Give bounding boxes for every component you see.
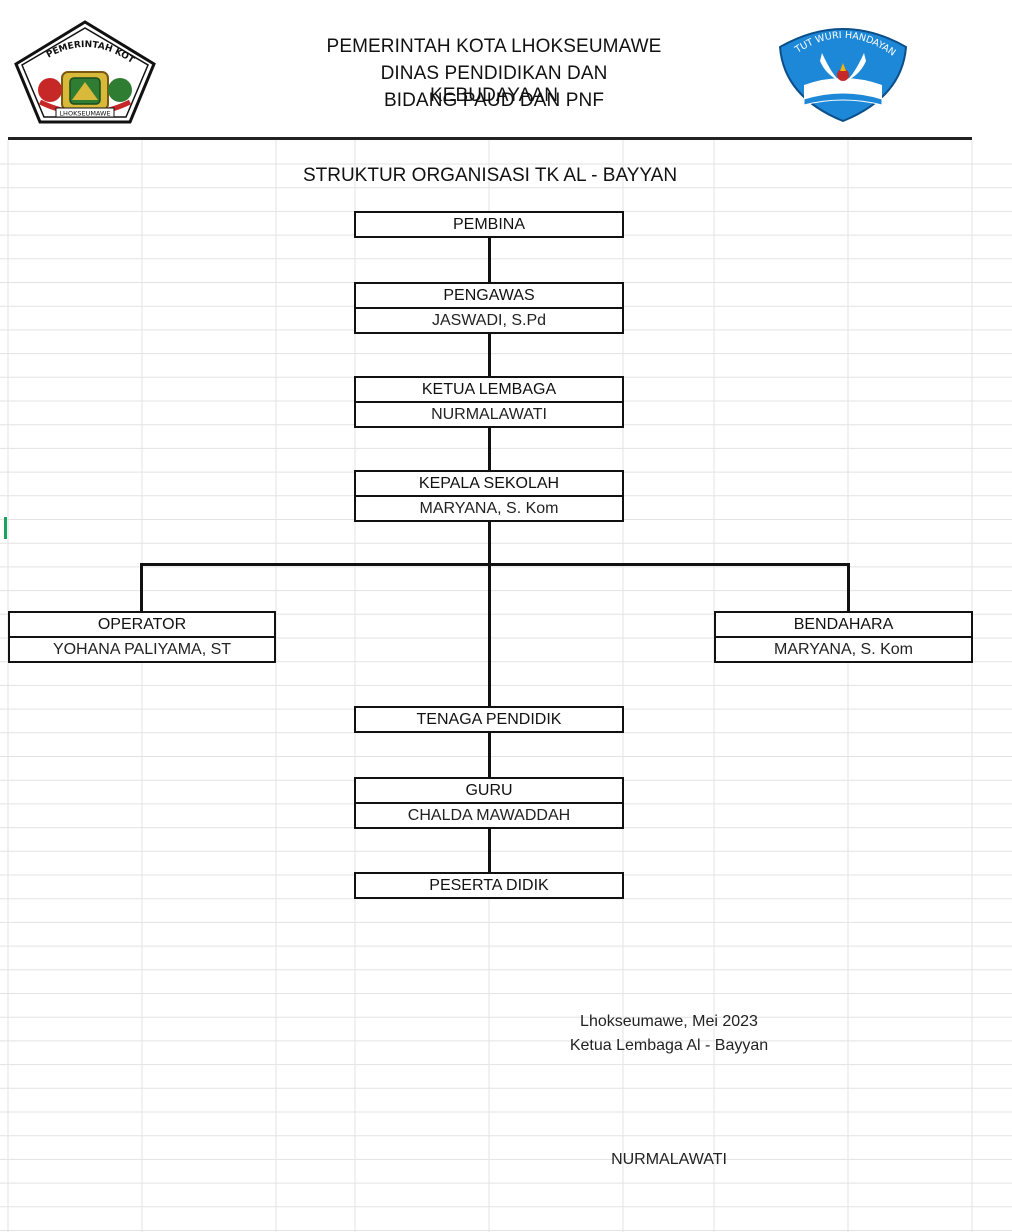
- org-person: CHALDA MAWADDAH: [356, 802, 622, 827]
- connector-line: [488, 425, 491, 471]
- org-role: GURU: [465, 782, 513, 799]
- cell-cursor[interactable]: [4, 517, 7, 539]
- connector-line: [488, 731, 491, 777]
- org-role: PEMBINA: [452, 216, 525, 233]
- connector-line: [488, 330, 491, 376]
- org-box-tenaga-pendidik: TENAGA PENDIDIK: [354, 706, 624, 733]
- org-box-peserta-didik: PESERTA DIDIK: [354, 872, 624, 899]
- org-role: OPERATOR: [97, 616, 187, 633]
- org-role: PESERTA DIDIK: [429, 877, 549, 894]
- signature-name: NURMALAWATI: [611, 1151, 727, 1168]
- org-role: KETUA LEMBAGA: [421, 381, 557, 398]
- org-person: YOHANA PALIYAMA, ST: [10, 636, 274, 661]
- signature-place-date: Lhokseumawe, Mei 2023: [580, 1013, 758, 1030]
- connector-line: [140, 563, 850, 566]
- org-person: MARYANA, S. Kom: [716, 636, 971, 661]
- org-box-kepala-sekolah: KEPALA SEKOLAH MARYANA, S. Kom: [354, 470, 624, 522]
- org-role: PENGAWAS: [443, 287, 535, 304]
- tut-wuri-handayani-logo-icon: TUT WURI HANDAYANI: [774, 17, 908, 123]
- header-divider: [8, 137, 972, 140]
- org-box-pengawas: PENGAWAS JASWADI, S.Pd: [354, 282, 624, 334]
- connector-line: [847, 563, 850, 611]
- org-role: KEPALA SEKOLAH: [418, 475, 560, 492]
- header-line-2: DINAS PENDIDIKAN DAN KEBUDAYAAN: [380, 63, 608, 106]
- connector-line: [488, 236, 491, 283]
- svg-text:LHOKSEUMAWE: LHOKSEUMAWE: [59, 110, 110, 118]
- org-box-guru: GURU CHALDA MAWADDAH: [354, 777, 624, 829]
- org-person: JASWADI, S.Pd: [356, 307, 622, 332]
- chart-title: STRUKTUR ORGANISASI TK AL - BAYYAN: [302, 165, 678, 186]
- org-person: MARYANA, S. Kom: [356, 495, 622, 520]
- org-box-ketua-lembaga: KETUA LEMBAGA NURMALAWATI: [354, 376, 624, 428]
- connector-line: [488, 826, 491, 872]
- org-box-bendahara: BENDAHARA MARYANA, S. Kom: [714, 611, 973, 663]
- header-line-3: BIDANG PAUD DAN PNF: [383, 90, 605, 111]
- lhokseumawe-emblem-icon: PEMERINTAH KOTA LHOKSEUMAWE: [12, 20, 156, 124]
- org-box-operator: OPERATOR YOHANA PALIYAMA, ST: [8, 611, 276, 663]
- org-person: NURMALAWATI: [356, 401, 622, 426]
- connector-line: [140, 563, 143, 611]
- org-role: TENAGA PENDIDIK: [416, 711, 562, 728]
- org-box-pembina: PEMBINA: [354, 211, 624, 238]
- org-role: BENDAHARA: [793, 616, 894, 633]
- header-line-1: PEMERINTAH KOTA LHOKSEUMAWE: [326, 36, 662, 57]
- connector-line: [488, 518, 491, 706]
- signature-position: Ketua Lembaga Al - Bayyan: [569, 1037, 769, 1054]
